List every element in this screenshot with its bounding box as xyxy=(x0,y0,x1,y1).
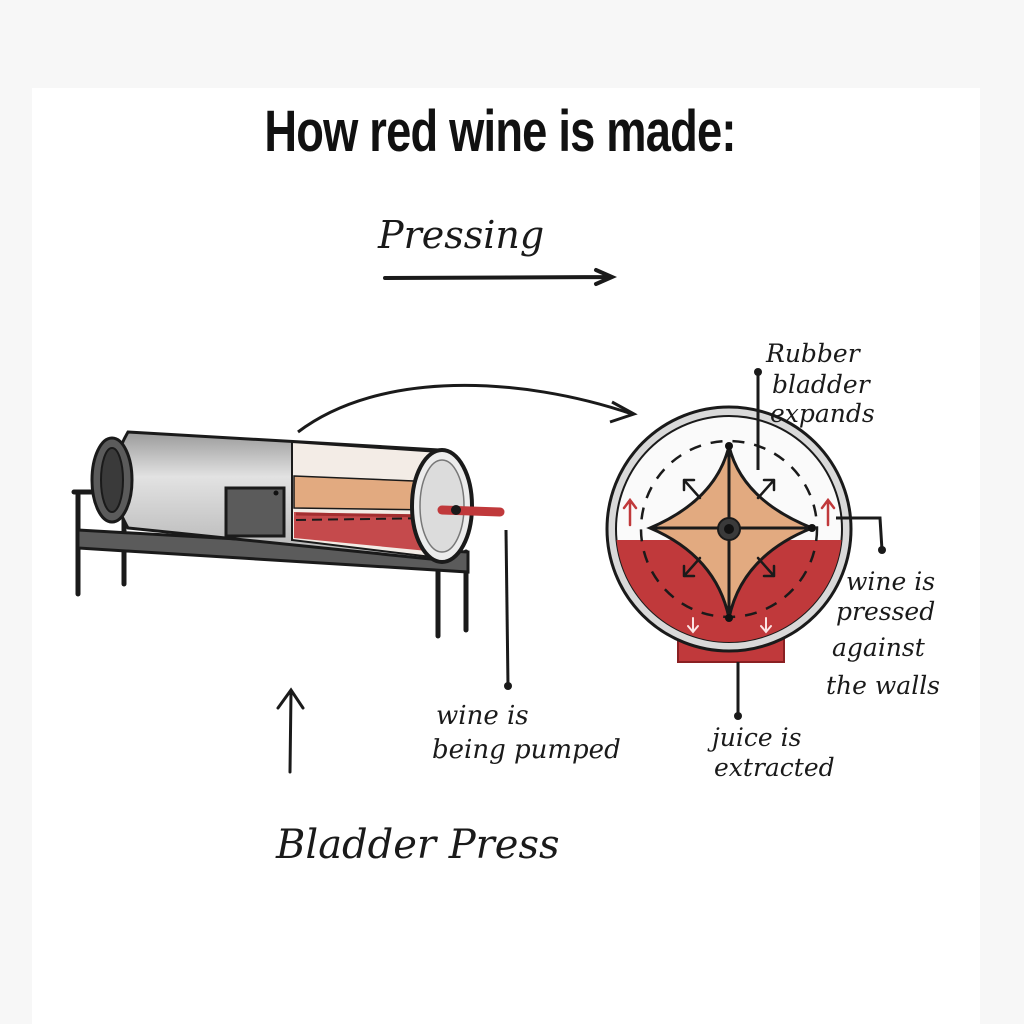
juice-extracted-label: juice is extracted xyxy=(707,723,835,782)
wine-pumped-label: wine is being pumped xyxy=(432,701,621,765)
to-cross-section-arrow xyxy=(297,383,633,434)
press-cross-section xyxy=(605,405,853,663)
press-door xyxy=(224,486,286,538)
section-subtitle: Pressing xyxy=(377,213,544,257)
pumped-leader-line xyxy=(504,529,510,687)
bladder-press-caption: Bladder Press xyxy=(275,822,560,868)
page-title: How red wine is made: xyxy=(264,99,736,164)
wine-pressed-label: wine is pressed against the walls xyxy=(826,567,943,700)
wine-inside-tank xyxy=(294,512,438,552)
bladder-press-arrow xyxy=(276,687,305,774)
subtitle-underline-arrow xyxy=(383,268,617,286)
bladder-press-machine xyxy=(71,430,505,639)
walls-leader-line xyxy=(836,516,884,551)
outlet-pipe xyxy=(437,505,505,517)
rubber-bladder-label: Rubber bladder expands xyxy=(765,339,878,428)
